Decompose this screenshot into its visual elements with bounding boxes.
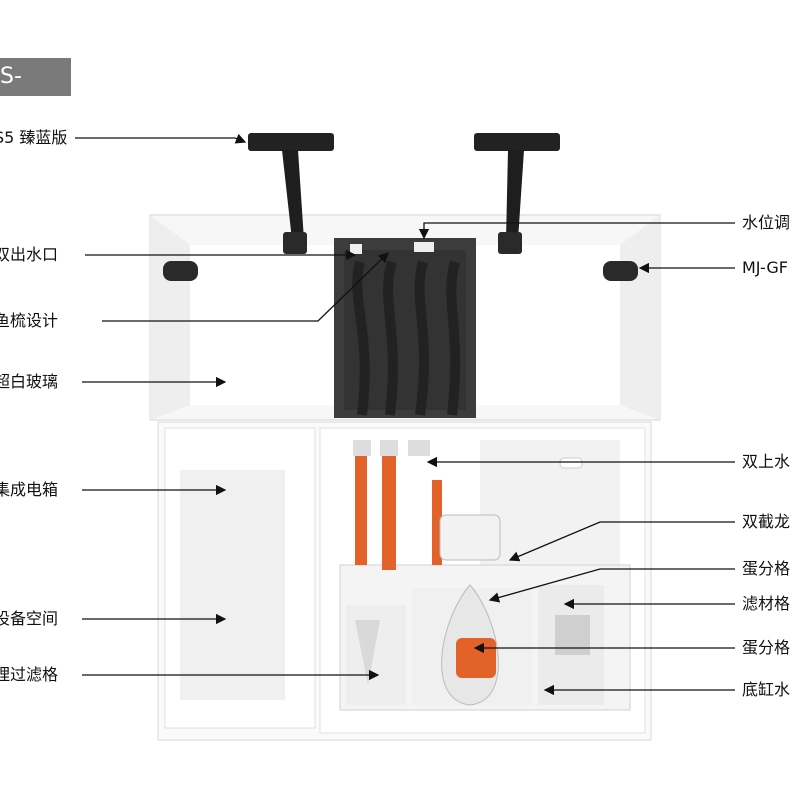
label-media-compartment: 滤材格 xyxy=(742,594,791,613)
model-badge: S-120 xyxy=(0,58,71,127)
label-comb: 鱼梳设计 xyxy=(0,311,59,330)
led-light-left xyxy=(248,133,334,254)
label-filter-compartment: 理过滤格 xyxy=(0,665,59,684)
label-sump-water: 底缸水 xyxy=(742,680,791,699)
label-electric-box: 集成电箱 xyxy=(0,480,59,499)
label-skimmer: 蛋分格 xyxy=(742,638,791,657)
leader-lines xyxy=(75,133,735,696)
label-dual-stop: 双截龙 xyxy=(742,512,791,531)
label-equipment-space: 设备空间 xyxy=(0,609,59,628)
model-badge-text: S-120 xyxy=(0,64,42,127)
label-dual-outlet: 双出水口 xyxy=(0,245,59,264)
overflow-box xyxy=(334,238,476,418)
led-light-right xyxy=(474,133,560,254)
label-dual-inlet: 双上水 xyxy=(742,452,791,471)
wave-pump-right xyxy=(603,261,638,281)
label-skimmer-compartment: 蛋分格 xyxy=(742,559,791,578)
label-light: S5 臻蓝版 xyxy=(0,128,68,147)
wave-pump-left xyxy=(163,261,198,281)
label-mj-gf: MJ-GF xyxy=(742,258,788,277)
sump xyxy=(339,564,631,711)
label-glass: 超白玻璃 xyxy=(0,372,59,391)
plumbing-pipes xyxy=(353,440,501,570)
label-water-level: 水位调 xyxy=(742,213,791,232)
